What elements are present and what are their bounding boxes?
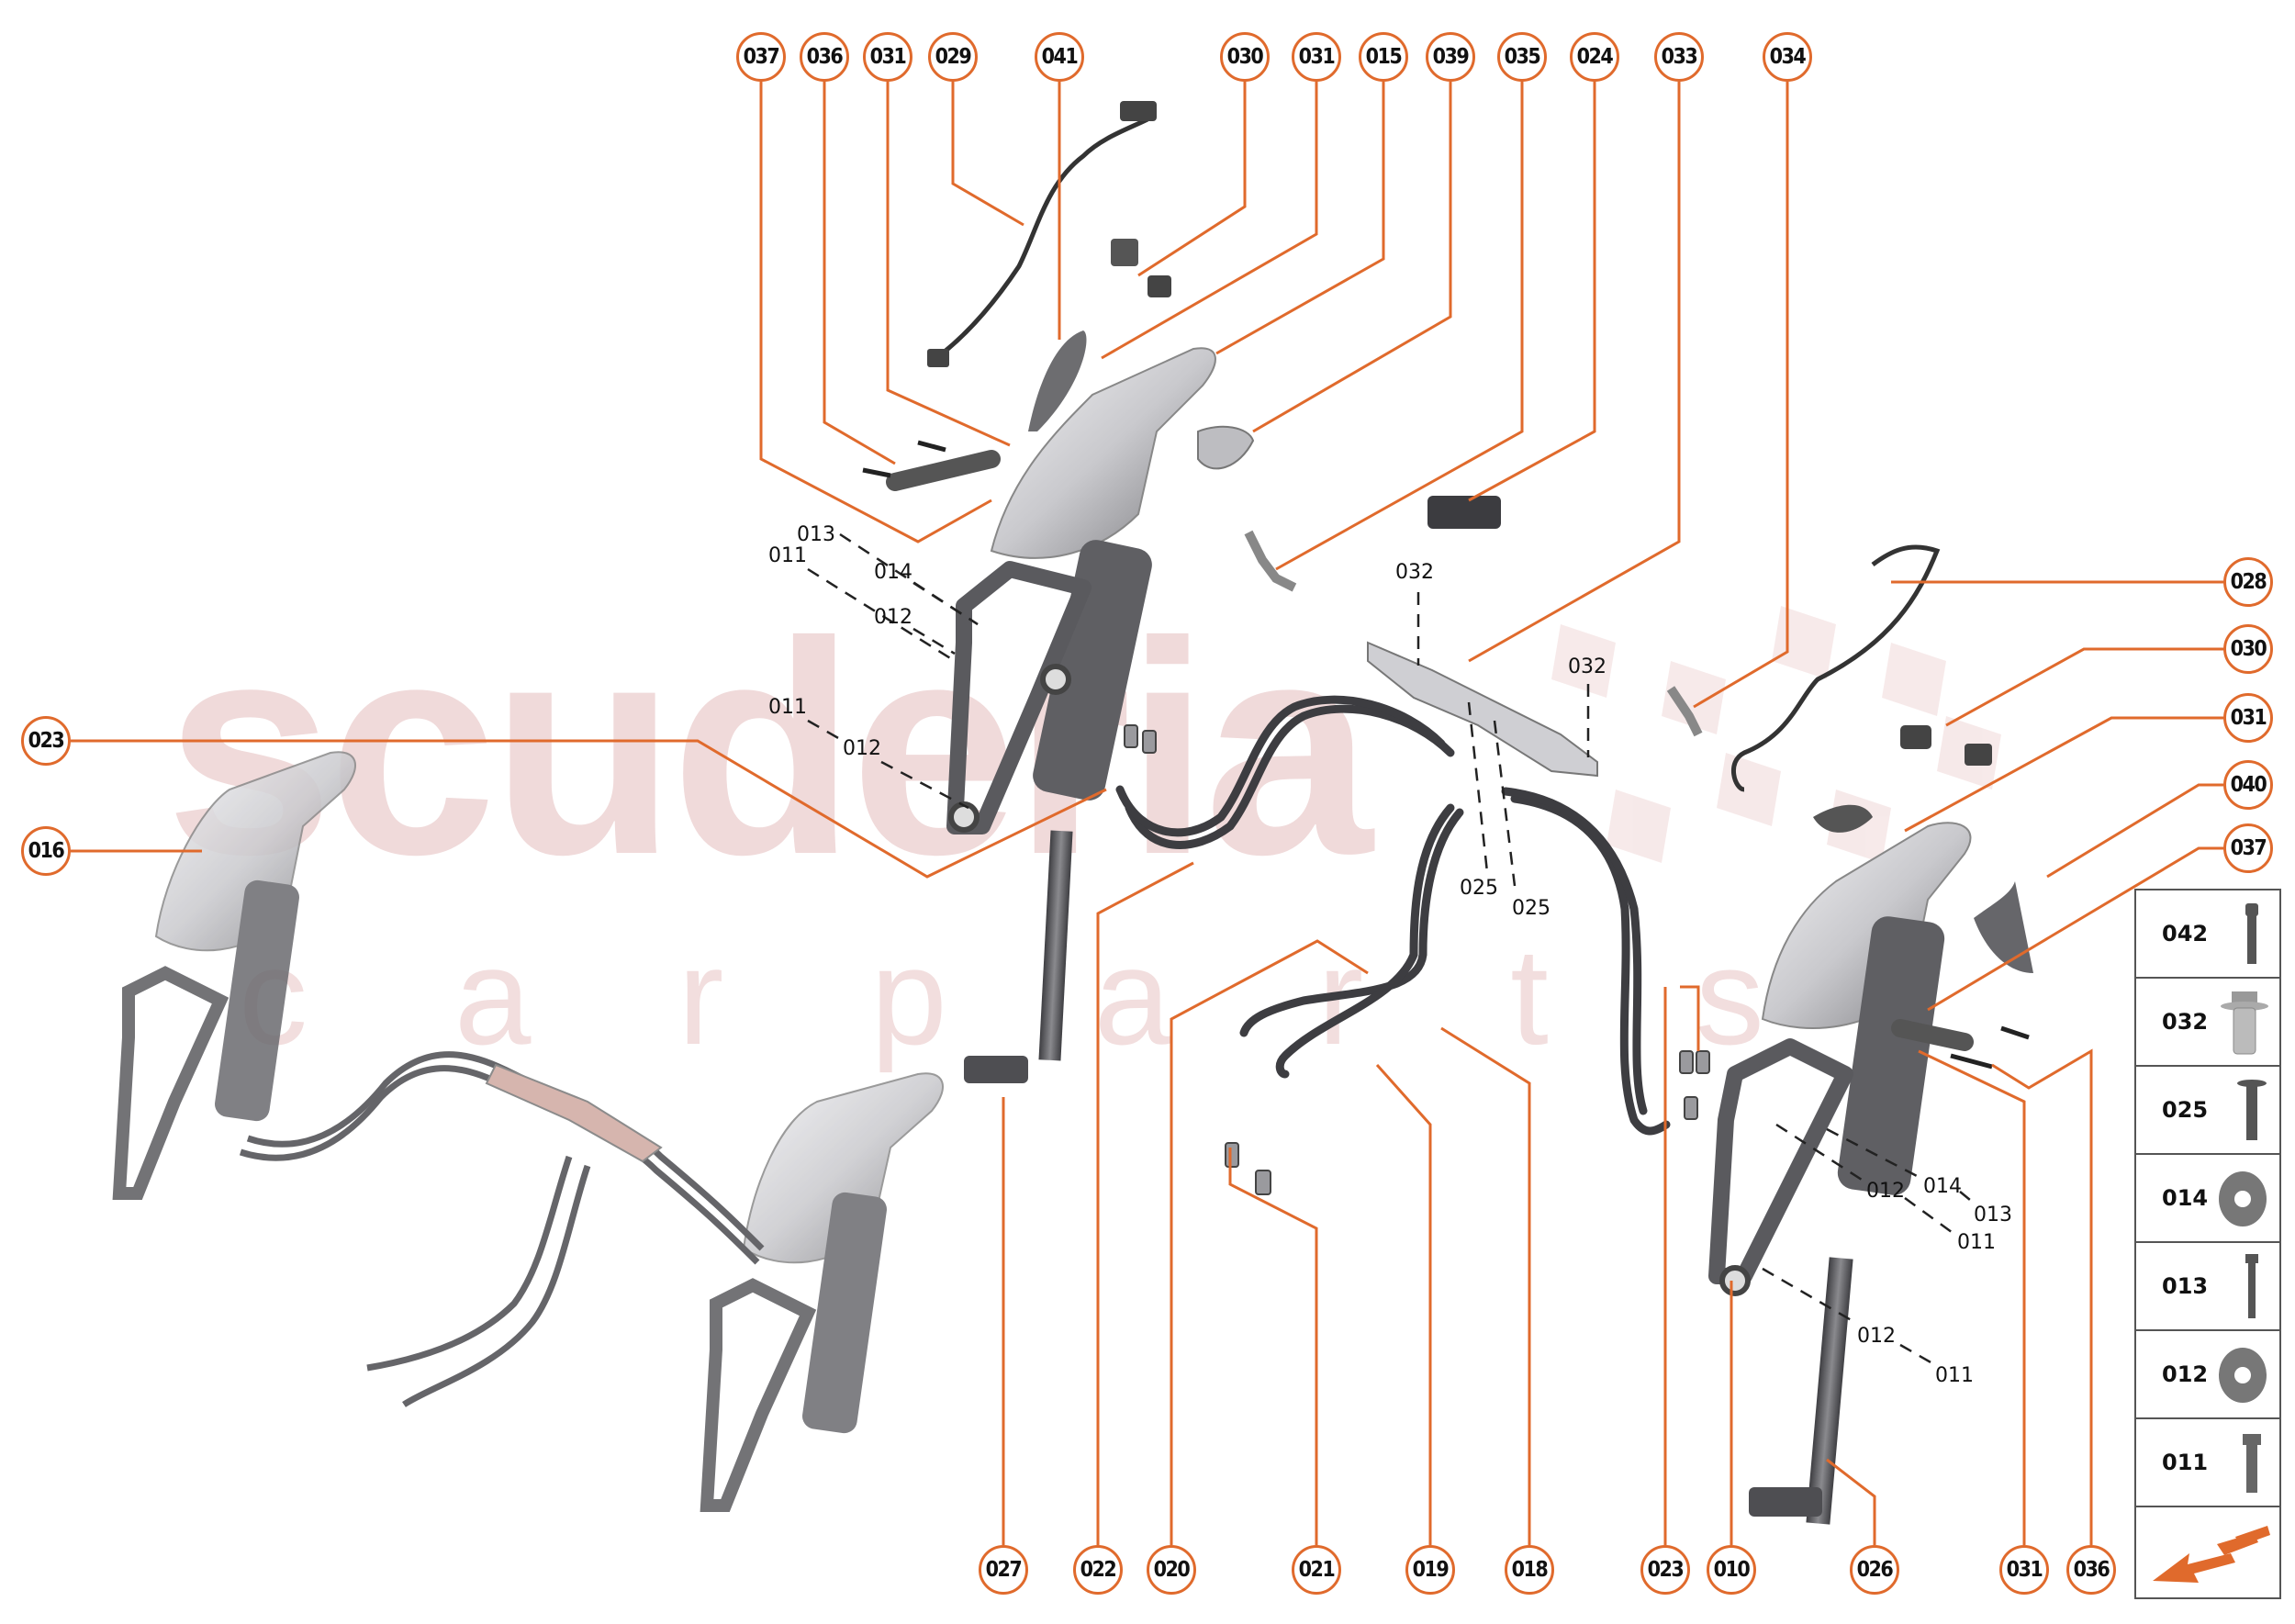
part-label-011: 011 xyxy=(1935,1364,1974,1387)
callout-020[interactable]: 020 xyxy=(1147,1545,1196,1595)
callout-015[interactable]: 015 xyxy=(1359,32,1408,82)
strut-027 xyxy=(964,830,1073,1083)
legend-code: 012 xyxy=(2162,1361,2209,1387)
legend-row[interactable]: 011 xyxy=(2136,1419,2279,1507)
legend-row[interactable]: 042 xyxy=(2136,890,2279,979)
dashed-leaders xyxy=(807,532,1976,1365)
callout-019[interactable]: 019 xyxy=(1405,1545,1455,1595)
legend-row[interactable]: 032 xyxy=(2136,979,2279,1067)
callout-024[interactable]: 024 xyxy=(1570,32,1619,82)
part-label-032: 032 xyxy=(1395,561,1434,584)
callout-028[interactable]: 028 xyxy=(2223,557,2273,607)
callout-041[interactable]: 041 xyxy=(1035,32,1084,82)
callout-022[interactable]: 022 xyxy=(1073,1545,1123,1595)
legend-code: 011 xyxy=(2162,1450,2209,1475)
washer-icon xyxy=(2219,1348,2267,1403)
part-label-012: 012 xyxy=(843,737,881,760)
callout-029[interactable]: 029 xyxy=(928,32,978,82)
fastener-legend: 042 032 025 014 013 012 011 xyxy=(2134,889,2281,1599)
callout-027[interactable]: 027 xyxy=(979,1545,1028,1595)
right-door-hinge-assembly xyxy=(1666,544,2033,1296)
callout-030[interactable]: 030 xyxy=(2223,624,2273,674)
washer-icon xyxy=(2219,1171,2267,1226)
legend-code: 013 xyxy=(2162,1273,2209,1299)
callout-021[interactable]: 021 xyxy=(1292,1545,1341,1595)
long-hex-bolt-icon xyxy=(2245,1254,2258,1318)
callout-031[interactable]: 031 xyxy=(2223,693,2273,743)
callout-030[interactable]: 030 xyxy=(1220,32,1270,82)
watermark-carparts: carparts xyxy=(239,919,1911,1073)
part-label-025: 025 xyxy=(1460,877,1498,900)
watermark-scuderia: scuderia xyxy=(165,578,1372,917)
part-label-011: 011 xyxy=(1957,1231,1996,1254)
flange-bolt-icon xyxy=(2221,991,2268,1055)
callout-037[interactable]: 037 xyxy=(2223,823,2273,873)
callout-037[interactable]: 037 xyxy=(736,32,786,82)
leader-lines xyxy=(71,82,2223,1545)
part-label-012: 012 xyxy=(1866,1180,1905,1203)
part-label-014: 014 xyxy=(874,561,912,584)
part-label-013: 013 xyxy=(797,523,835,546)
legend-row[interactable]: 012 xyxy=(2136,1331,2279,1419)
legend-row[interactable]: 014 xyxy=(2136,1155,2279,1243)
hydraulic-hoses xyxy=(1115,695,1671,1136)
part-label-013: 013 xyxy=(1974,1204,2012,1226)
callout-031[interactable]: 031 xyxy=(863,32,912,82)
pan-head-bolt-icon xyxy=(2237,1080,2267,1140)
hose-fittings xyxy=(1124,724,1710,1195)
assembled-overview xyxy=(112,751,944,1512)
part-label-014: 014 xyxy=(1923,1175,1962,1198)
front-direction-arrow-icon xyxy=(2136,1507,2279,1599)
legend-code: 025 xyxy=(2162,1097,2209,1123)
callout-010[interactable]: 010 xyxy=(1707,1545,1756,1595)
bracket-033 xyxy=(1367,641,1598,778)
callout-036[interactable]: 036 xyxy=(2066,1545,2116,1595)
part-label-011: 011 xyxy=(768,696,807,719)
callout-031[interactable]: 031 xyxy=(1292,32,1341,82)
legend-code: 042 xyxy=(2162,921,2209,946)
callout-023[interactable]: 023 xyxy=(1640,1545,1690,1595)
callout-034[interactable]: 034 xyxy=(1763,32,1812,82)
callout-036[interactable]: 036 xyxy=(800,32,849,82)
callout-018[interactable]: 018 xyxy=(1505,1545,1554,1595)
part-label-012: 012 xyxy=(1857,1325,1896,1348)
part-label-032: 032 xyxy=(1568,655,1606,678)
callout-026[interactable]: 026 xyxy=(1850,1545,1899,1595)
callout-033[interactable]: 033 xyxy=(1654,32,1704,82)
part-label-011: 011 xyxy=(768,544,807,567)
legend-code: 014 xyxy=(2162,1185,2209,1211)
legend-row[interactable]: 013 xyxy=(2136,1243,2279,1331)
callout-039[interactable]: 039 xyxy=(1426,32,1475,82)
legend-row[interactable]: 025 xyxy=(2136,1067,2279,1155)
callout-031[interactable]: 031 xyxy=(1999,1545,2049,1595)
callout-040[interactable]: 040 xyxy=(2223,760,2273,810)
legend-code: 032 xyxy=(2162,1009,2209,1035)
callout-023[interactable]: 023 xyxy=(21,716,71,766)
left-door-hinge-assembly xyxy=(862,101,1501,834)
part-label-025: 025 xyxy=(1512,897,1551,920)
hex-bolt-icon xyxy=(2243,1434,2261,1493)
socket-head-bolt-icon xyxy=(2245,903,2258,964)
callout-016[interactable]: 016 xyxy=(21,826,71,876)
callout-035[interactable]: 035 xyxy=(1497,32,1547,82)
strut-026 xyxy=(1749,1257,1853,1525)
part-label-012: 012 xyxy=(874,606,912,629)
